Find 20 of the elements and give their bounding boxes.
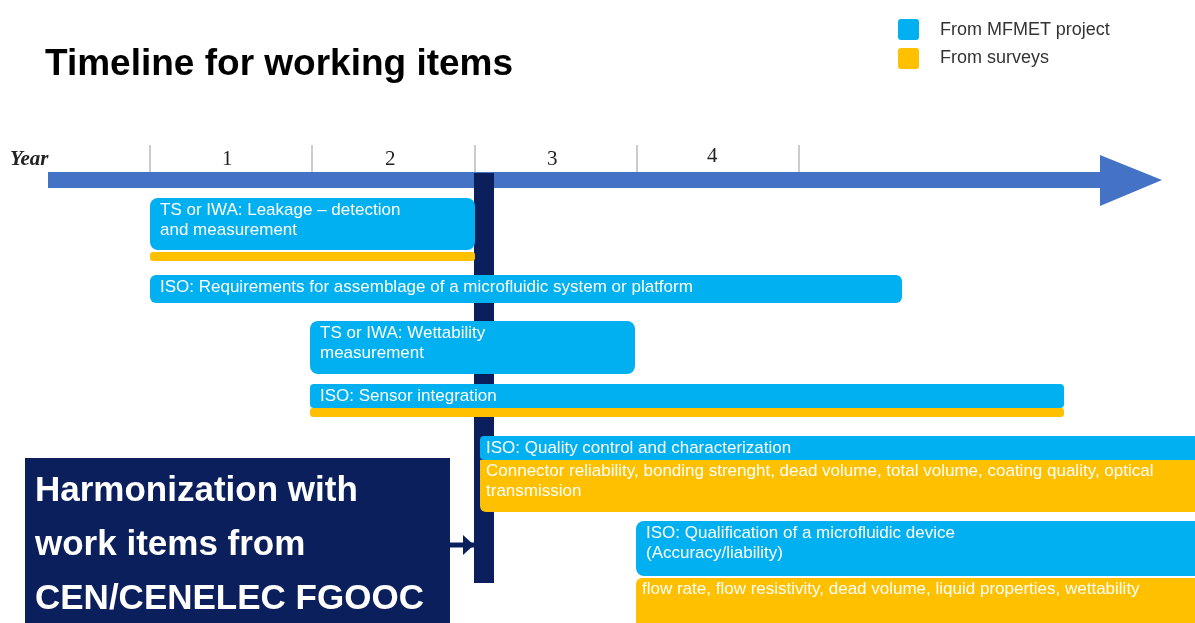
legend-label: From surveys <box>940 47 1049 68</box>
arrow <box>450 535 474 555</box>
work-item-bar: TS or IWA: Leakage – detection and measurement <box>150 198 475 250</box>
year-number: 3 <box>547 146 558 171</box>
work-item-bar: flow rate, flow resistivity, dead volume, liquid properties, wettability <box>636 578 1195 623</box>
work-item-bar: ISO: Requirements for assemblage of a microfluidic system or platform <box>150 275 902 303</box>
year-number: 2 <box>385 146 396 171</box>
work-item-bar: ISO: Sensor integration <box>310 384 1064 408</box>
work-item-bar: TS or IWA: Wettability measurement <box>310 321 635 374</box>
year-label: Year <box>10 146 49 171</box>
title: Timeline for working items <box>45 42 514 84</box>
year-number: 1 <box>222 146 233 171</box>
work-item-bar: ISO: Qualification of a microfluidic device (Accuracy/liability) <box>636 521 1195 576</box>
legend-label: From MFMET project <box>940 19 1110 40</box>
survey-bar <box>150 252 475 261</box>
survey-bar <box>310 408 1064 417</box>
year-number: 4 <box>707 143 718 168</box>
work-item-bar: ISO: Quality control and characterization <box>480 436 1195 460</box>
note-box: Harmonization with work items from CEN/CENELEC FGOOC <box>25 458 450 623</box>
work-item-bar: Connector reliability, bonding strenght, dead volume, total volume, coating quality, optical transmission <box>480 460 1195 512</box>
